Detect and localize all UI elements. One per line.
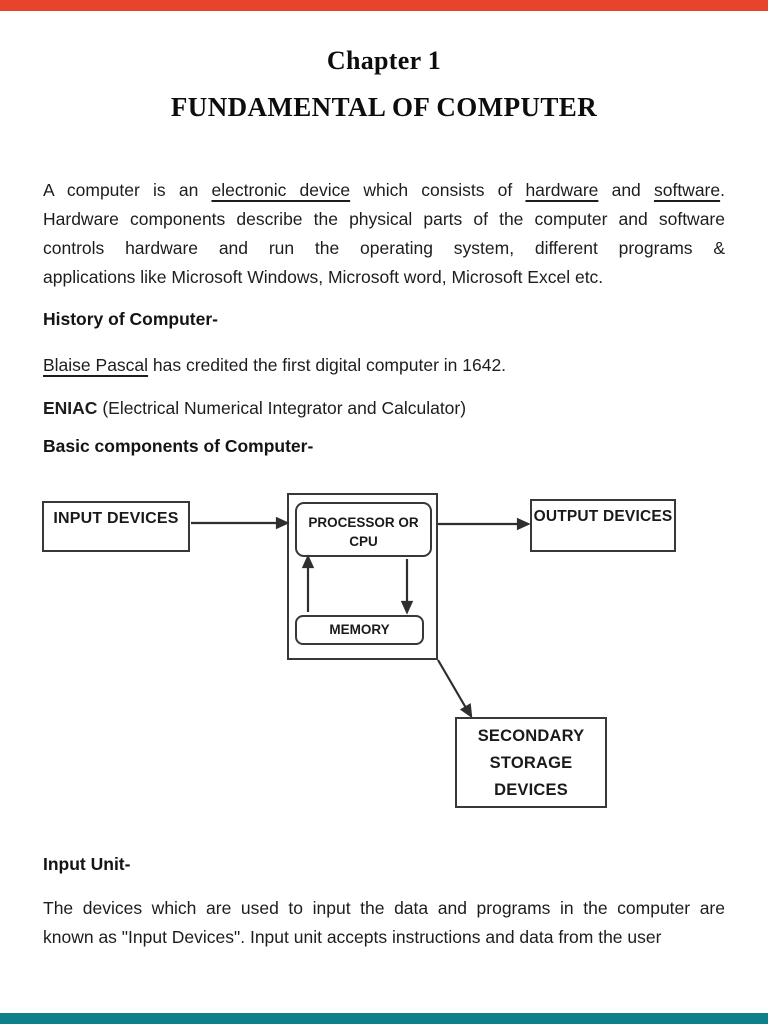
intro-paragraph: A computer is an electronic device which… [43, 176, 725, 292]
processor-label-line2: CPU [349, 534, 378, 549]
input-unit-paragraph: The devices which are used to input the … [43, 894, 725, 952]
chapter-title: Chapter 1 [326, 46, 442, 75]
storage-label-line2: STORAGE [489, 754, 573, 772]
blaise-pascal-line: Blaise Pascal has credited the first dig… [43, 351, 743, 380]
arrowhead-cpu-to-output [516, 517, 531, 531]
input-unit-line-1: The devices which are used to input the … [43, 898, 725, 918]
input-unit-line-2: known as "Input Devices". Input unit acc… [43, 927, 662, 947]
intro-text: . [720, 180, 725, 200]
intro-text: which consists of [350, 180, 526, 200]
intro-line-2: Hardware components describe the physica… [43, 209, 725, 229]
input-devices-box: INPUT DEVICES [42, 501, 190, 552]
output-devices-box: OUTPUT DEVICES [530, 499, 676, 552]
storage-label-line3: DEVICES [494, 781, 568, 799]
section-heading-history: History of Computer- [43, 309, 218, 329]
arrow-cpu-to-storage [437, 659, 467, 709]
underlined-term-software: software [653, 180, 721, 200]
intro-line-1: A computer is an electronic device which… [43, 176, 725, 205]
storage-label-line1: SECONDARY [477, 727, 585, 745]
eniac-text: (Electrical Numerical Integrator and Cal… [97, 398, 467, 418]
underlined-term-blaise-pascal: Blaise Pascal [43, 355, 149, 375]
intro-line-4: applications like Microsoft Windows, Mic… [43, 267, 604, 287]
document-title: FUNDAMENTAL OF COMPUTER [170, 92, 598, 122]
arrowhead-cpu-to-storage [459, 703, 473, 719]
underlined-term-hardware: hardware [525, 180, 599, 200]
intro-text: A computer is an [43, 180, 212, 200]
intro-text: and [598, 180, 654, 200]
eniac-term: ENIAC [43, 398, 98, 418]
bottom-accent-bar [0, 1013, 768, 1024]
top-accent-bar [0, 0, 768, 11]
cpu-memory-container-box: PROCESSOR OR CPU MEMORY [287, 493, 438, 660]
processor-label-line1: PROCESSOR OR [308, 515, 419, 530]
arrowhead-input-to-cpu [275, 516, 290, 530]
section-heading-input-unit: Input Unit- [43, 854, 131, 874]
memory-box: MEMORY [295, 615, 424, 645]
section-heading-basic-components: Basic components of Computer- [43, 436, 314, 456]
intro-line-3: controls hardware and run the operating … [43, 238, 725, 258]
underlined-term-electronic-device: electronic device [211, 180, 351, 200]
processor-cpu-box: PROCESSOR OR CPU [295, 502, 432, 557]
secondary-storage-box: SECONDARY STORAGE DEVICES [455, 717, 607, 808]
blaise-pascal-text: has credited the first digital computer … [148, 355, 507, 375]
eniac-line: ENIAC (Electrical Numerical Integrator a… [43, 394, 743, 423]
